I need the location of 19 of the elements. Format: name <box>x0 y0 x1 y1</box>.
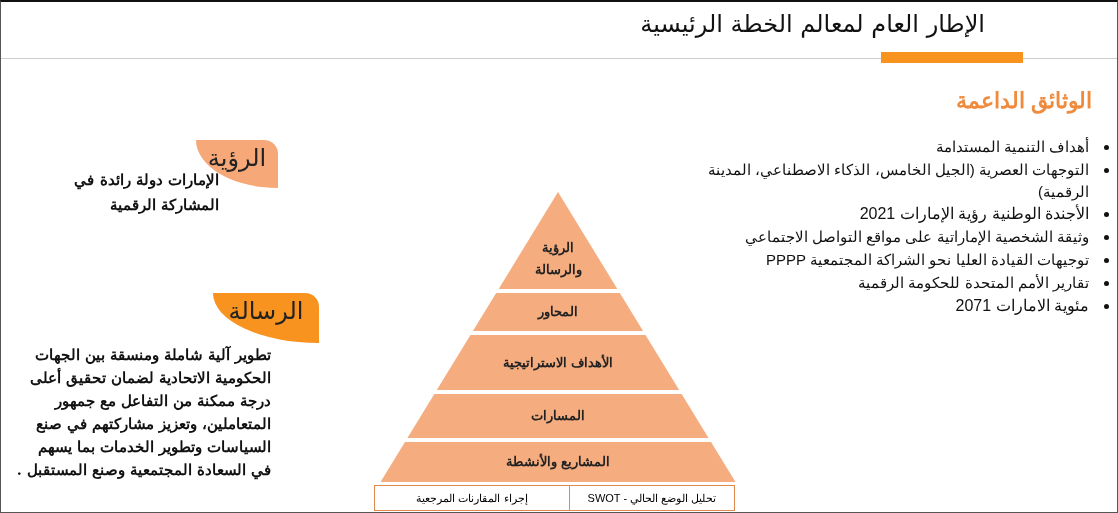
list-item: أهداف التنمية المستدامة <box>934 136 1089 157</box>
heading-tab: الرسالة <box>213 293 319 343</box>
section-heading: الوثائق الداعمة <box>955 88 1092 114</box>
list-item: توجيهات القيادة العليا نحو الشراكة المجتمعية PPPP <box>764 250 1089 271</box>
label-box: تحليل الوضع الحالي - SWOT <box>569 485 735 511</box>
pyramid-tier: المسارات <box>407 394 709 438</box>
label-box: إجراء المقارنات المرجعية <box>374 485 570 511</box>
pyramid-tier: المشاريع والأنشطة <box>380 442 736 482</box>
pyramid-tier: المحاور <box>472 293 644 331</box>
list-item: الأجندة الوطنية رؤية الإمارات 2021 <box>858 203 1089 225</box>
pyramid-tier: الرؤية والرسالة <box>498 192 618 289</box>
list-item: تقارير الأمم المتحدة للحكومة الرقمية <box>857 273 1089 294</box>
list-item: وثيقة الشخصية الإماراتية على مواقع التواصل الاجتماعي <box>744 227 1089 248</box>
list-item: مئوية الامارات 2071 <box>954 296 1089 317</box>
pyramid-tier: الأهداف الاستراتيجية <box>436 335 680 390</box>
body-text: الإمارات دولة رائدة في المشاركة الرقمية <box>73 171 219 216</box>
slide-title: الإطار العام لمعالم الخطة الرئيسية <box>640 10 985 38</box>
body-text: تطوير آلية شاملة ومنسقة بين الجهات الحكومية الاتحادية لضمان تحقيق أعلى درجة ممكنة من التفاعل مع جمهور المتعاملين، وتعزيز مشاركتهم في صنع السياسات وتطوير الخدمات بما يسهم في السعادة المجتمعية وصنع المستقبل . <box>15 345 271 481</box>
list-item: التوجهات العصرية (الجيل الخامس، الذكاء الاصطناعي، المدينة الرقمية) <box>707 160 1089 203</box>
